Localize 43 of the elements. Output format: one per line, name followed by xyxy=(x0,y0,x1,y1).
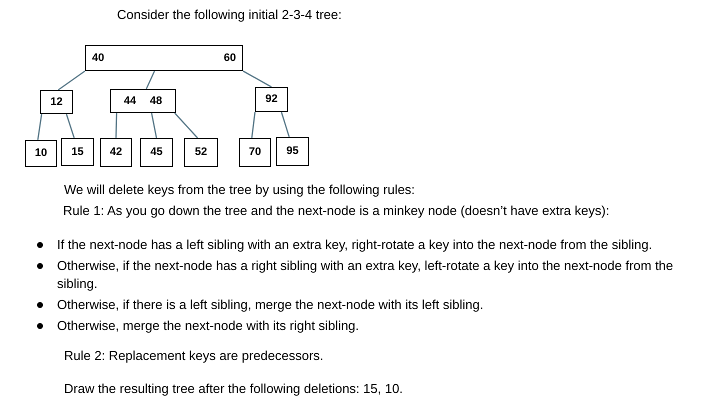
title: Consider the following initial 2-3-4 tree: xyxy=(117,6,342,24)
tree-node xyxy=(184,138,218,167)
tree-node xyxy=(85,45,243,71)
intro-text: We will delete keys from the tree by using the following rules: xyxy=(64,181,416,199)
tree-node xyxy=(140,138,173,167)
key-text: 44 xyxy=(124,94,136,109)
tree-edge xyxy=(115,112,118,138)
key-text: 48 xyxy=(150,94,162,109)
rule-text: Rule 2: Replacement keys are predecessors. xyxy=(64,347,324,365)
key-text: 70 xyxy=(248,145,262,160)
rule-text: Rule 1: As you go down the tree and the next-node is a minkey node (doesn’t have extra keys): xyxy=(63,202,610,220)
bullet-text: If the next-node has a left sibling with an extra key, right-rotate a key into the next-node from the sibling. xyxy=(57,236,654,254)
tree-edge xyxy=(251,112,256,138)
key-text: 15 xyxy=(71,144,84,160)
tree-edge xyxy=(150,112,158,138)
key-text: 95 xyxy=(286,144,299,160)
tree-edge xyxy=(66,114,75,138)
tree-node xyxy=(255,87,288,112)
key-text: 92 xyxy=(265,92,278,108)
tree-node xyxy=(276,137,309,166)
tree-node xyxy=(239,138,271,167)
tree-node xyxy=(40,90,73,114)
tree-node xyxy=(61,138,94,166)
tree-node xyxy=(110,89,176,113)
key-text: 60 xyxy=(224,50,236,66)
tree-edge xyxy=(146,70,156,90)
tree-edge xyxy=(280,112,290,138)
tree-node xyxy=(25,140,57,167)
task-text: Draw the resulting tree after the following deletions: 15, 10. xyxy=(64,380,404,398)
tree-edge xyxy=(174,112,198,138)
key-text: 40 xyxy=(92,50,104,66)
tree-node xyxy=(100,138,132,167)
bullet-text: Otherwise, merge the next-node with its right sibling. xyxy=(57,317,360,335)
bullet-text: Otherwise, if there is a left sibling, merge the next-node with its left sibling. xyxy=(57,296,484,314)
tree-edge xyxy=(242,70,272,88)
key-text: 10 xyxy=(34,146,48,162)
tree-edge xyxy=(37,114,42,140)
key-text: 42 xyxy=(110,145,122,160)
bullet-text: Otherwise, if the next-node has a right sibling with an extra key, left-rotate a key into the next-node from the sibling. xyxy=(57,257,674,293)
key-text: 45 xyxy=(150,145,163,160)
key-text: 52 xyxy=(194,145,208,160)
key-text: 12 xyxy=(50,94,63,110)
tree-edge xyxy=(58,70,86,91)
